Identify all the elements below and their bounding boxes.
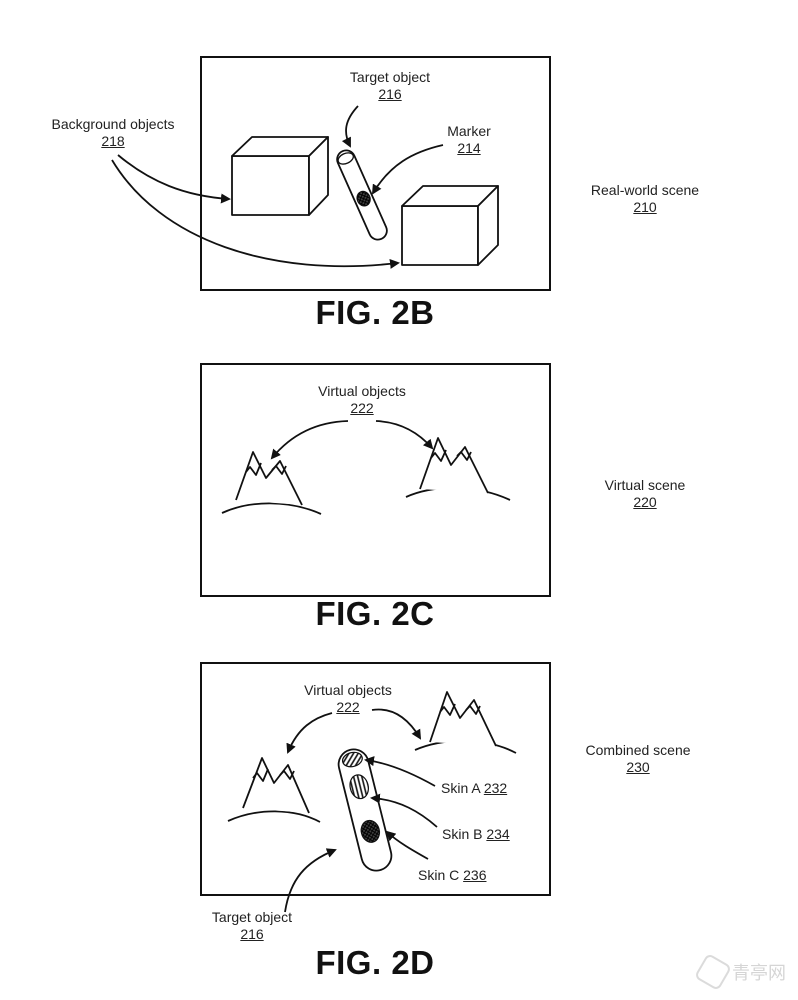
arrow-background-right [111, 159, 400, 269]
fig-2c-frame [200, 363, 551, 597]
real-world-scene-ref: 210 [633, 199, 657, 215]
arrow-skin-c [385, 830, 429, 860]
target-object-text: Target object [349, 69, 431, 85]
target-object-ref: 216 [240, 926, 264, 942]
fig-2b-caption: FIG. 2B [315, 294, 435, 331]
marker-ref: 214 [457, 140, 481, 156]
skin-b-text: Skin B [442, 826, 483, 842]
virtual-scene-label: Virtual scene 220 [605, 477, 686, 511]
hexagon-logo-icon [693, 952, 733, 992]
arrow-virtual-left [286, 712, 333, 754]
virtual-mountain-left [221, 451, 322, 515]
target-object-ref: 216 [378, 86, 402, 102]
marker-dot [356, 190, 371, 207]
fig-2c-caption: FIG. 2C [315, 595, 435, 632]
real-world-scene-text: Real-world scene [590, 182, 700, 198]
real-world-scene-label: Real-world scene 210 [591, 182, 699, 216]
combined-scene-ref: 230 [626, 759, 650, 775]
skin-a-ref: 232 [483, 780, 508, 796]
virtual-objects-text: Virtual objects [318, 383, 406, 399]
background-cube-right [401, 185, 499, 266]
virtual-objects-label: Virtual objects 222 [304, 682, 392, 716]
marker-text: Marker [447, 123, 491, 139]
virtual-objects-ref: 222 [336, 699, 360, 715]
background-objects-text: Background objects [51, 116, 175, 132]
skin-b-pattern [349, 774, 369, 800]
marker-label: Marker 214 [447, 123, 491, 157]
virtual-mountain-right [405, 437, 511, 501]
arrow-skin-b [370, 793, 438, 828]
arrow-virtual-right [371, 708, 422, 740]
combined-scene-text: Combined scene [585, 742, 691, 758]
virtual-objects-text: Virtual objects [304, 682, 392, 698]
arrow-target-object [341, 105, 359, 148]
virtual-objects-label: Virtual objects 222 [318, 383, 406, 417]
virtual-scene-text: Virtual scene [604, 477, 686, 493]
fig-2d-caption: FIG. 2D [315, 944, 435, 981]
virtual-mountain-right [414, 691, 517, 754]
arrow-background-left [117, 154, 231, 204]
virtual-objects-ref: 222 [350, 400, 374, 416]
skin-b-ref: 234 [486, 826, 510, 842]
fig-2d [200, 662, 551, 913]
skin-c-ref: 236 [463, 867, 487, 883]
fig-2c [200, 363, 551, 597]
skin-a-text: Skin A [441, 780, 480, 796]
watermark: 青亭网 [693, 952, 786, 992]
fig-2b [111, 56, 551, 291]
skin-a-label: Skin A 232 [441, 780, 507, 797]
target-object-cylinder [337, 748, 393, 872]
virtual-mountain-left [227, 757, 321, 823]
skin-c-label: Skin C 236 [418, 867, 486, 884]
skin-c-text: Skin C [418, 867, 460, 883]
target-object-text: Target object [211, 909, 293, 925]
background-objects-label: Background objects 218 [52, 116, 175, 150]
arrow-virtual-right [375, 420, 434, 450]
target-object-label: Target object 216 [350, 69, 430, 103]
arrow-virtual-left [270, 420, 349, 460]
arrow-marker [371, 144, 444, 195]
virtual-scene-ref: 220 [633, 494, 657, 510]
background-objects-ref: 218 [101, 133, 125, 149]
target-object-label: Target object 216 [212, 909, 292, 943]
arrow-skin-a [364, 756, 436, 787]
skin-a-pattern [341, 751, 363, 768]
fig-2d-frame [200, 662, 551, 896]
arrow-target-object [284, 848, 337, 913]
target-object-cylinder [336, 149, 388, 241]
combined-scene-label: Combined scene 230 [585, 742, 690, 776]
background-cube-left [231, 136, 329, 216]
watermark-text: 青亭网 [732, 963, 786, 984]
skin-b-label: Skin B 234 [442, 826, 510, 843]
fig-2b-frame [200, 56, 551, 291]
skin-c-pattern [360, 819, 381, 843]
